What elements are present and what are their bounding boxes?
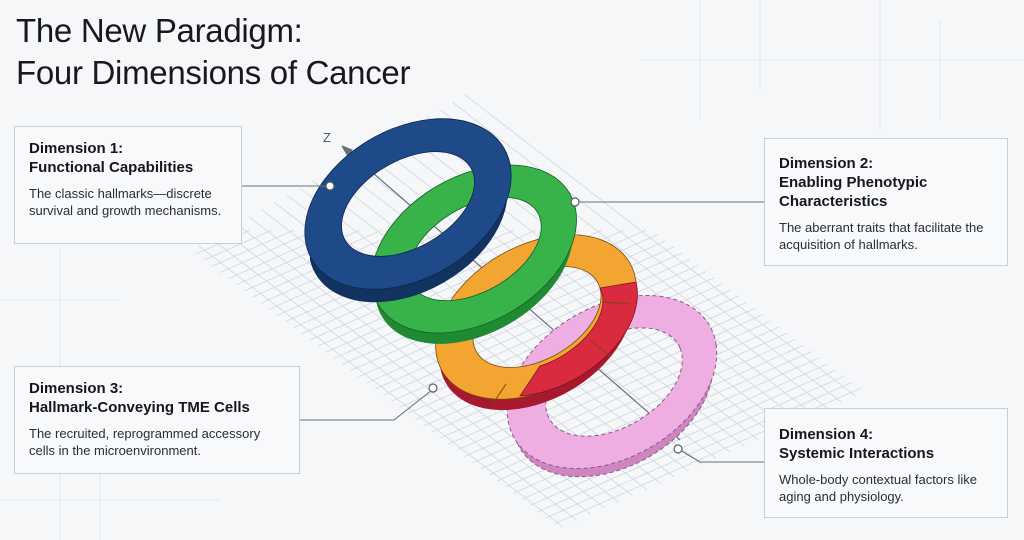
page-title: The New Paradigm: Four Dimensions of Can…	[16, 10, 410, 94]
dimension-3-heading: Dimension 3: Hallmark-Conveying TME Cell…	[29, 379, 285, 417]
dimension-3-card: Dimension 3: Hallmark-Conveying TME Cell…	[14, 366, 300, 474]
anchor-dot-4	[673, 444, 683, 454]
dimension-1-description: The classic hallmarks—discrete survival …	[29, 186, 222, 218]
dimension-4-heading: Dimension 4: Systemic Interactions	[779, 425, 993, 463]
ring-dimension-1	[304, 118, 512, 303]
z-axis-label: Z	[323, 130, 331, 145]
title-line-2: Four Dimensions of Cancer	[16, 54, 411, 91]
dimension-2-heading: Dimension 2: Enabling Phenotypic Charact…	[779, 154, 993, 211]
title-line-1: The New Paradigm:	[16, 12, 303, 49]
dimension-4-description: Whole-body contextual factors like aging…	[779, 472, 977, 504]
dimension-2-card: Dimension 2: Enabling Phenotypic Charact…	[764, 138, 1008, 266]
ring-dimension-3	[435, 234, 638, 411]
anchor-dot-2	[570, 197, 580, 207]
dimension-1-card: Dimension 1: Functional Capabilities The…	[14, 126, 242, 244]
dimension-1-name: Functional Capabilities	[29, 159, 194, 176]
dimension-2-description: The aberrant traits that facilitate the …	[779, 220, 984, 252]
dimension-1-number: Dimension 1:	[29, 140, 124, 157]
ring-dimension-4	[506, 295, 718, 478]
anchor-dot-1	[325, 181, 335, 191]
dimension-4-number: Dimension 4:	[779, 426, 874, 443]
dimension-3-name: Hallmark-Conveying TME Cells	[29, 399, 250, 416]
dimension-2-number: Dimension 2:	[779, 155, 874, 172]
anchor-dots	[325, 181, 683, 454]
dimension-2-name: Enabling Phenotypic Characteristics	[779, 174, 928, 210]
dimension-3-description: The recruited, reprogrammed accessory ce…	[29, 426, 261, 458]
dimension-4-card: Dimension 4: Systemic Interactions Whole…	[764, 408, 1008, 518]
leader-lines	[242, 185, 764, 463]
dimension-3-number: Dimension 3:	[29, 380, 124, 397]
dimension-4-name: Systemic Interactions	[779, 445, 935, 462]
anchor-dot-3	[428, 383, 438, 393]
dimension-1-heading: Dimension 1: Functional Capabilities	[29, 139, 227, 177]
